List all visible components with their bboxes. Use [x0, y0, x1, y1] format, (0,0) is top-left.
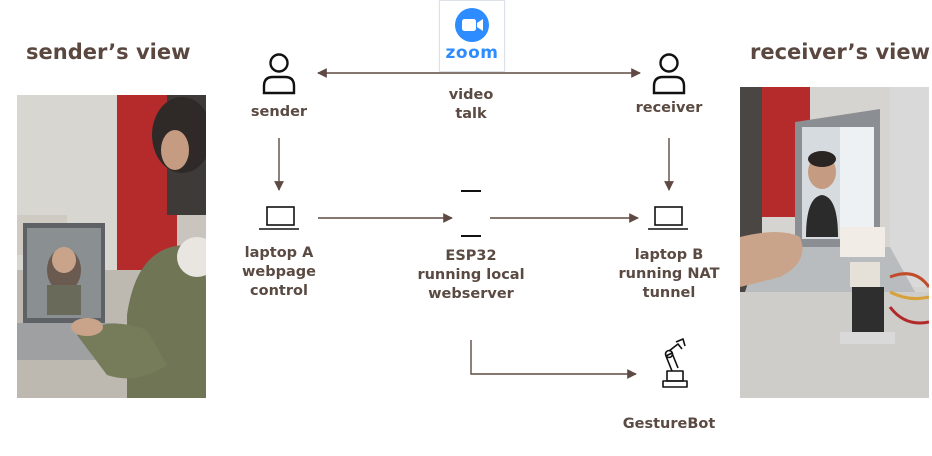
laptop-a-label-line-1: laptop A — [244, 245, 314, 261]
laptop-b-icon — [648, 206, 688, 230]
laptop-a-label-line-2: webpage — [242, 264, 316, 280]
video-talk-label-line-2: talk — [455, 106, 487, 122]
laptop-b-label-line-2: running NAT — [618, 266, 720, 282]
receiver-label: receiver — [629, 99, 709, 118]
esp32-label-line-3: webserver — [428, 286, 514, 302]
laptop-a-icon — [259, 206, 299, 230]
laptop-a-label-line-3: control — [250, 283, 308, 299]
esp32-label: ESP32 running local webserver — [406, 247, 536, 304]
esp32-chip-icon — [461, 190, 481, 237]
video-talk-label-line-1: video — [448, 87, 494, 103]
receiver-label-line-1: receiver — [635, 100, 703, 116]
sender-label-line-1: sender — [250, 104, 308, 120]
esp32-label-line-1: ESP32 — [445, 248, 497, 264]
receiver-view-photo — [740, 87, 929, 398]
sender-label: sender — [239, 103, 319, 122]
laptop-b-label-line-1: laptop B — [634, 247, 704, 263]
receiver-view-title: receiver’s view — [750, 40, 930, 64]
laptop-a-label: laptop A webpage control — [229, 244, 329, 301]
sender-person-icon — [262, 53, 296, 95]
esp32-label-line-2: running local — [417, 267, 525, 283]
laptop-b-label-line-3: tunnel — [642, 285, 696, 301]
esp32-to-gesturebot-arrow — [470, 340, 637, 379]
sender-view-title: sender’s view — [26, 40, 191, 64]
gesturebot-label-line-1: GestureBot — [622, 416, 716, 432]
gesturebot-label: GestureBot — [614, 415, 724, 434]
laptop-b-label: laptop B running NAT tunnel — [604, 246, 734, 303]
gesturebot-robot-arm-icon — [662, 338, 688, 388]
zoom-camera-icon — [455, 8, 489, 42]
receiver-person-icon — [652, 53, 686, 95]
sender-view-photo — [17, 95, 206, 398]
video-talk-label: video talk — [430, 86, 512, 124]
zoom-logo-text: zoom — [445, 43, 499, 63]
